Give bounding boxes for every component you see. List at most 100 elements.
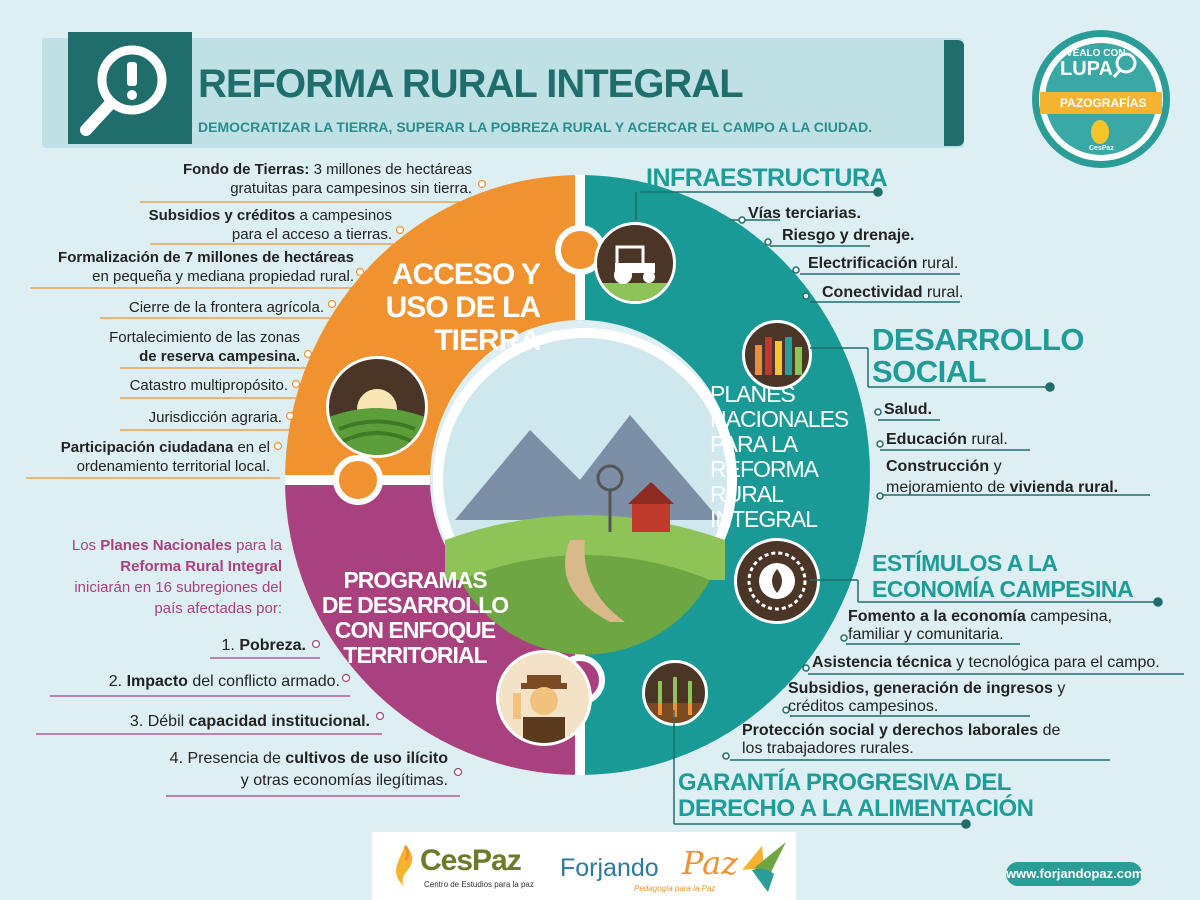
left-item-2-line2: para el acceso a tierras.: [231, 226, 392, 243]
programas-label-line2: DE DESARROLLO: [321, 592, 509, 618]
estimulos-item-2: Asistencia técnica y tecnológica para el…: [812, 653, 1160, 672]
cause-3: 3. Débil capacidad institucional.: [40, 712, 370, 731]
paz-logo-text: Paz: [682, 844, 739, 882]
cespaz-logo-text: CesPaz: [420, 844, 522, 877]
website-pill[interactable]: www.forjandopaz.com: [1006, 862, 1143, 886]
estimulos-item-4-line2: los trabajadores rurales.: [742, 740, 914, 757]
estimulos-item-1-bold: Fomento a la economía: [848, 608, 1026, 625]
social-item-1: Salud.: [884, 400, 932, 419]
sun-field-icon: [326, 356, 428, 458]
farmer-icon: [496, 650, 592, 746]
estimulos-item-4-rest: de: [1038, 722, 1061, 739]
right-connectors: [635, 187, 1184, 829]
left-item-2: Subsidios y créditos a campesinos para e…: [90, 206, 392, 244]
estimulos-item-3-line2: créditos campesinos.: [788, 698, 939, 715]
crops-icon: [642, 660, 708, 726]
cause-1: 1. Pobreza.: [100, 636, 306, 655]
estimulos-item-1-rest: campesina,: [1025, 608, 1113, 625]
page-subtitle: DEMOCRATIZAR LA TIERRA, SUPERAR LA POBRE…: [198, 119, 873, 135]
estimulos-item-1-line2: familiar y comunitaria.: [848, 626, 1004, 643]
social-item-3-rest: y: [989, 458, 1002, 475]
planes-note-l2: Reforma Rural Integral: [120, 558, 282, 575]
infra-item-1: Vías terciarias.: [748, 204, 861, 223]
badge-graphic: [1032, 30, 1170, 168]
forjando-logo-text: Forjando: [560, 854, 659, 882]
left-item-5-rest: Fortalecimiento de las zonas: [109, 329, 300, 346]
acceso-label-line3: TIERRA: [434, 324, 541, 357]
cause-3-pre: 3. Débil: [129, 713, 189, 730]
programas-label-line3: CON ENFOQUE: [334, 617, 496, 643]
infra-item-4-rest: rural.: [922, 284, 964, 301]
programas-label-line1: PROGRAMAS: [343, 567, 487, 593]
magnifier-exclamation-icon: [80, 45, 167, 136]
header-banner: [42, 38, 964, 148]
estimulos-heading: ESTÍMULOS A LA ECONOMÍA CAMPESINA: [872, 550, 1134, 602]
badge-line2: LUPA: [1060, 58, 1113, 80]
planes-label-line5: RURAL: [710, 481, 784, 507]
estimulos-heading-line2: ECONOMÍA CAMPESINA: [872, 576, 1134, 602]
badge-ribbon: PAZOGRAFÍAS: [1060, 96, 1147, 110]
cause-1-bold: Pobreza.: [239, 637, 306, 654]
social-item-2-rest: rural.: [966, 431, 1008, 448]
left-item-7: Jurisdicción agraria.: [60, 408, 282, 427]
left-item-8-line2: ordenamiento territorial local.: [76, 458, 270, 475]
cause-3-bold: capacidad institucional.: [188, 713, 370, 730]
magnifier-box: [68, 32, 192, 144]
alimentacion-heading-line1: GARANTÍA PROGRESIVA DEL: [678, 769, 1011, 796]
left-connectors: [26, 180, 487, 479]
social-heading: DESARROLLO SOCIAL: [872, 322, 1085, 389]
cause-4-line2: y otras economías ilegítimas.: [240, 772, 448, 789]
left-item-8-rest: en el: [233, 439, 270, 456]
social-heading-line1: DESARROLLO: [872, 322, 1085, 357]
social-item-2-bold: Educación: [886, 431, 967, 448]
planes-note-l1a: Los: [71, 537, 101, 554]
estimulos-item-3-bold: Subsidios, generación de ingresos: [788, 680, 1053, 697]
cause-4-pre: 4. Presencia de: [169, 750, 286, 767]
social-heading-line2: SOCIAL: [872, 354, 987, 389]
left-item-3-bold: Formalización de 7 millones de hectáreas: [58, 249, 354, 266]
cause-connectors: [36, 639, 463, 797]
header-banner-edge: [944, 40, 964, 146]
cause-2-pre: 2.: [108, 673, 127, 690]
infra-item-2: Riesgo y drenaje.: [782, 226, 915, 245]
left-item-1-line2: gratuitas para campesinos sin tierra.: [230, 180, 472, 197]
infra-item-4: Conectividad rural.: [822, 283, 963, 302]
pazografias-badge: VÉALO CON LUPA PAZOGRAFÍAS CesPaz: [1030, 28, 1172, 170]
planes-note: Los Planes Nacionales para la Reforma Ru…: [30, 535, 282, 619]
cespaz-logo-icon: [396, 845, 413, 886]
infra-heading: INFRAESTRUCTURA: [646, 164, 888, 192]
badge-brand: CesPaz: [1089, 145, 1114, 152]
planes-note-l4: país afectadas por:: [154, 600, 282, 617]
planes-note-l1c: para la: [231, 537, 282, 554]
programas-label: PROGRAMAS DE DESARROLLO CON ENFOQUE TERR…: [320, 568, 510, 668]
footer-logos: CesPaz Centro de Estudios para la paz Fo…: [372, 832, 796, 900]
infra-item-3: Electrificación rural.: [808, 254, 958, 273]
infra-item-2-bold: Riesgo y drenaje.: [782, 227, 915, 244]
left-item-5: Fortalecimiento de las zonas de reserva …: [60, 328, 300, 366]
alimentacion-heading-line2: DERECHO A LA ALIMENTACIÓN: [678, 795, 1034, 822]
planes-label-line6: INTEGRAL: [710, 506, 818, 532]
acceso-label: ACCESO Y USO DE LA TIERRA: [380, 258, 541, 357]
cespaz-logo-sub: Centro de Estudios para la paz: [424, 880, 534, 889]
cause-1-pre: 1.: [221, 637, 240, 654]
social-item-4-bold: vivienda rural.: [1009, 479, 1119, 496]
estimulos-heading-line1: ESTÍMULOS A LA: [872, 550, 1058, 576]
left-item-4-rest: Cierre de la frontera agrícola.: [128, 299, 324, 316]
social-item-2: Educación rural.: [886, 430, 1008, 449]
estimulos-item-3: Subsidios, generación de ingresos y créd…: [788, 680, 1065, 716]
planes-note-l1b: Planes Nacionales: [100, 537, 232, 554]
infra-item-4-bold: Conectividad: [822, 284, 923, 301]
left-item-2-bold: Subsidios y créditos: [148, 207, 296, 224]
acceso-label-line2: USO DE LA: [385, 291, 541, 324]
left-item-1-rest: 3 millones de hectáreas: [309, 161, 472, 178]
estimulos-item-3-rest: y: [1052, 680, 1066, 697]
raised-hands-icon: [742, 320, 812, 390]
planes-label-line3: PARA LA: [710, 431, 798, 457]
social-item-1-bold: Salud.: [884, 401, 933, 418]
left-item-1-bold: Fondo de Tierras:: [182, 161, 310, 178]
social-item-3: Construcción y: [886, 457, 1002, 476]
page-title: REFORMA RURAL INTEGRAL: [198, 62, 744, 106]
acceso-label-line1: ACCESO Y: [391, 258, 541, 291]
cause-4-bold: cultivos de uso ilícito: [285, 750, 448, 767]
leaf-seal-icon: [734, 538, 820, 624]
